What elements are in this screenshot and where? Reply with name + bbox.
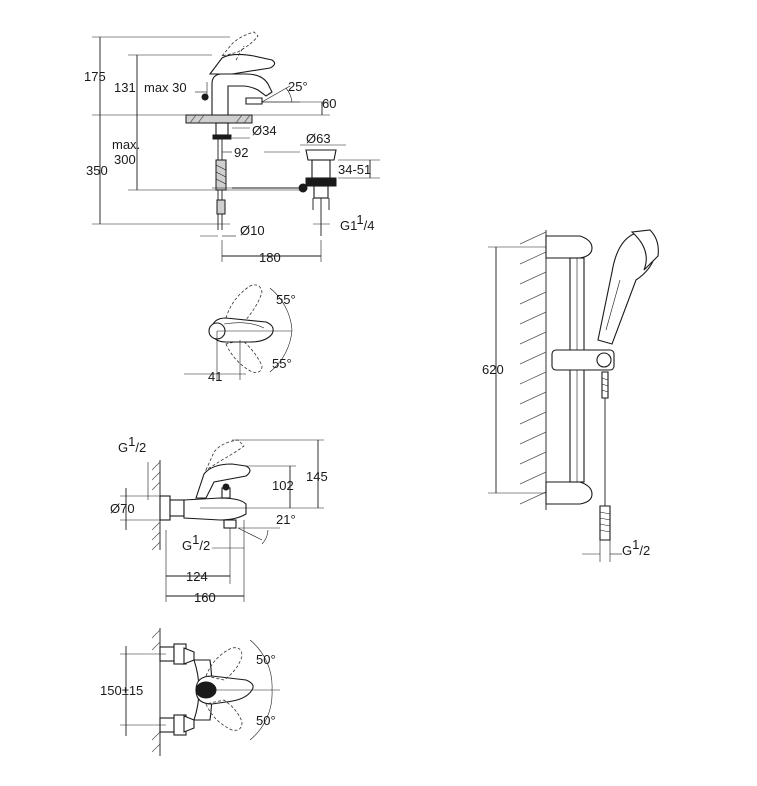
dim-350: 350 xyxy=(86,163,108,178)
dim-620: 620 xyxy=(482,362,504,377)
dim-300: 300 xyxy=(114,152,136,167)
dim-g-half-bottom: G1/2 xyxy=(182,532,210,553)
basin-mixer-top-view: 55° 55° 41 xyxy=(184,284,296,384)
dim-60: 60 xyxy=(322,96,336,111)
dim-55-degrees-top: 55° xyxy=(276,292,296,307)
dim-34-51: 34-51 xyxy=(338,162,371,177)
dim-21-degrees: 21° xyxy=(276,512,296,527)
dim-g-half-shower: G1/2 xyxy=(622,537,650,558)
dim-160: 160 xyxy=(194,590,216,605)
dim-180: 180 xyxy=(259,250,281,265)
dim-145: 145 xyxy=(306,469,328,484)
dim-41: 41 xyxy=(208,369,222,384)
dim-124: 124 xyxy=(186,569,208,584)
bath-mixer-front-view: 50° 50° 150±15 xyxy=(100,628,280,756)
dim-max-30: max 30 xyxy=(144,80,187,95)
dim-50-degrees-bottom: 50° xyxy=(256,713,276,728)
dim-102: 102 xyxy=(272,478,294,493)
dim-131: 131 xyxy=(114,80,136,95)
dim-g1: G11/4 xyxy=(340,212,374,233)
dim-g-half-top: G1/2 xyxy=(118,434,146,455)
basin-mixer-side-view: 175 131 max 30 25° 60 Ø34 Ø63 max. 300 3… xyxy=(84,31,380,265)
dim-dia-34: Ø34 xyxy=(252,123,277,138)
dim-150-plus-minus-15: 150±15 xyxy=(100,683,143,698)
dim-175: 175 xyxy=(84,69,106,84)
dim-max: max. xyxy=(112,137,140,152)
dim-92: 92 xyxy=(234,145,248,160)
shower-rail-set: 620 G1/2 xyxy=(482,229,659,562)
dim-25-degrees: 25° xyxy=(288,79,308,94)
dim-dia-10: Ø10 xyxy=(240,223,265,238)
bath-mixer-side-view: G1/2 145 102 Ø70 21° G1/2 124 160 xyxy=(110,434,328,605)
dim-dia-70: Ø70 xyxy=(110,501,135,516)
dim-50-degrees-top: 50° xyxy=(256,652,276,667)
dim-dia-63: Ø63 xyxy=(306,131,331,146)
dim-55-degrees-bottom: 55° xyxy=(272,356,292,371)
